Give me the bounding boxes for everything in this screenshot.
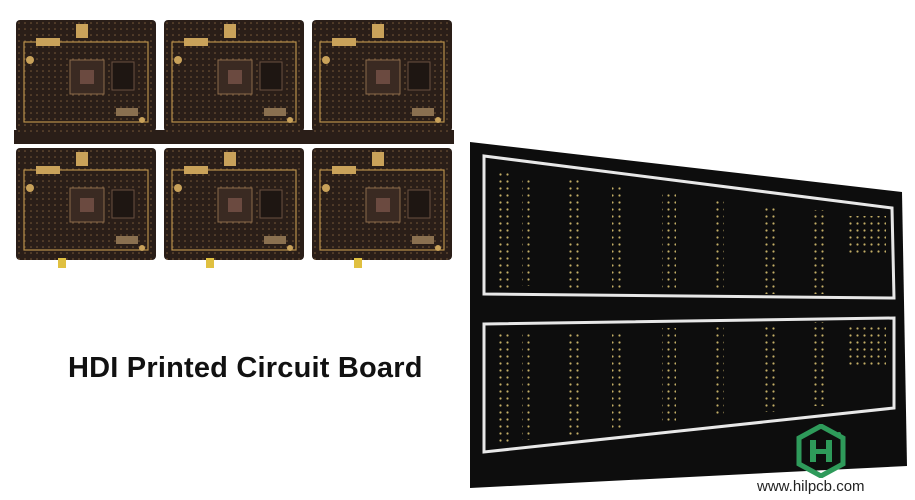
website-url: www.hilpcb.com xyxy=(757,478,865,495)
caption-title: HDI Printed Circuit Board xyxy=(68,352,423,384)
hilpcb-logo-icon xyxy=(796,424,846,478)
black-pcb-panel-image xyxy=(470,142,907,488)
hdi-pcb-panel-image xyxy=(14,20,454,268)
